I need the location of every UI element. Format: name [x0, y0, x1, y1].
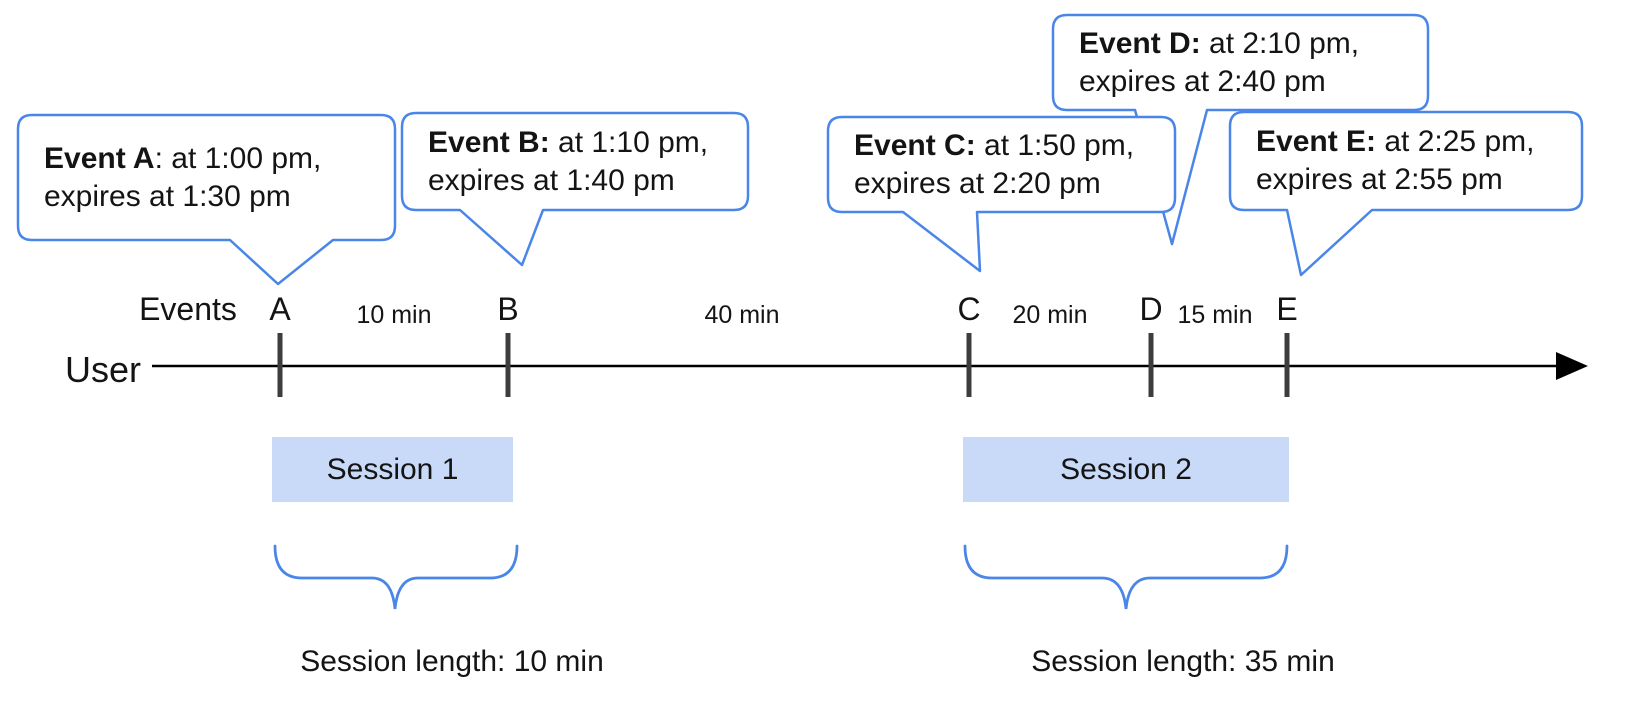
bubble-a-line2: expires at 1:30 pm	[44, 179, 291, 213]
interval-b-c: 40 min	[704, 301, 780, 329]
tick-letter-a: A	[269, 291, 291, 327]
bubble-a-title: Event A	[44, 141, 155, 175]
bubble-e-title: Event E:	[1256, 125, 1377, 158]
speech-bubble-event-d: Event D: at 2:10 pm, expires at 2:40 pm	[1079, 15, 1359, 110]
bubble-a-line1: Event A: at 1:00 pm,	[44, 141, 322, 175]
bubble-c-line2: expires at 2:20 pm	[854, 166, 1101, 200]
bubble-c-shape	[826, 115, 1177, 273]
interval-d-e: 15 min	[1177, 301, 1253, 329]
bubble-c-line1: Event C: at 1:50 pm,	[854, 128, 1135, 162]
bubble-c-title: Event C:	[854, 128, 976, 162]
bubble-b-shape	[400, 111, 750, 267]
bubble-a-shape	[16, 113, 397, 286]
tick-b	[505, 333, 511, 397]
session-1-box: Session 1	[272, 437, 513, 502]
tick-e	[1284, 333, 1290, 397]
tick-letter-b: B	[497, 291, 519, 327]
interval-a-b: 10 min	[356, 301, 432, 329]
session-2-box: Session 2	[963, 437, 1289, 502]
session-1-length-label: Session length: 10 min	[300, 645, 604, 678]
speech-bubble-event-c: Event C: at 1:50 pm, expires at 2:20 pm	[854, 117, 1134, 212]
session-2-length-label: Session length: 35 min	[1031, 645, 1335, 678]
tick-c	[966, 333, 972, 397]
bubble-e-line2: expires at 2:55 pm	[1256, 163, 1503, 196]
session2-brace	[963, 544, 1289, 610]
bubble-b-title: Event B:	[428, 125, 550, 159]
tick-d	[1148, 333, 1154, 397]
speech-bubble-event-b: Event B: at 1:10 pm, expires at 1:40 pm	[428, 113, 708, 210]
bubble-e-line1: Event E: at 2:25 pm,	[1256, 125, 1535, 158]
user-axis-label: User	[65, 349, 142, 390]
bubble-e-shape	[1228, 110, 1584, 277]
bubble-b-line2: expires at 1:40 pm	[428, 163, 675, 197]
tick-letter-c: C	[957, 291, 981, 327]
tick-letter-d: D	[1139, 291, 1163, 327]
session-2-label: Session 2	[1060, 452, 1192, 486]
tick-a	[277, 333, 283, 397]
speech-bubble-event-a: Event A: at 1:00 pm, expires at 1:30 pm	[44, 115, 321, 240]
speech-bubble-event-e: Event E: at 2:25 pm, expires at 2:55 pm	[1256, 112, 1534, 210]
interval-c-d: 20 min	[1012, 301, 1088, 329]
tick-letter-e: E	[1276, 291, 1298, 327]
session1-brace	[273, 544, 519, 610]
events-label: Events	[139, 291, 237, 327]
session-1-label: Session 1	[326, 452, 459, 486]
bubble-d-shape	[1051, 13, 1430, 246]
bubble-b-line1: Event B: at 1:10 pm,	[428, 125, 709, 159]
bubble-d-line1: Event D: at 2:10 pm,	[1079, 26, 1360, 60]
timeline-arrowhead	[1556, 352, 1588, 380]
bubble-d-title: Event D:	[1079, 26, 1201, 60]
bubble-d-line2: expires at 2:40 pm	[1079, 64, 1326, 98]
